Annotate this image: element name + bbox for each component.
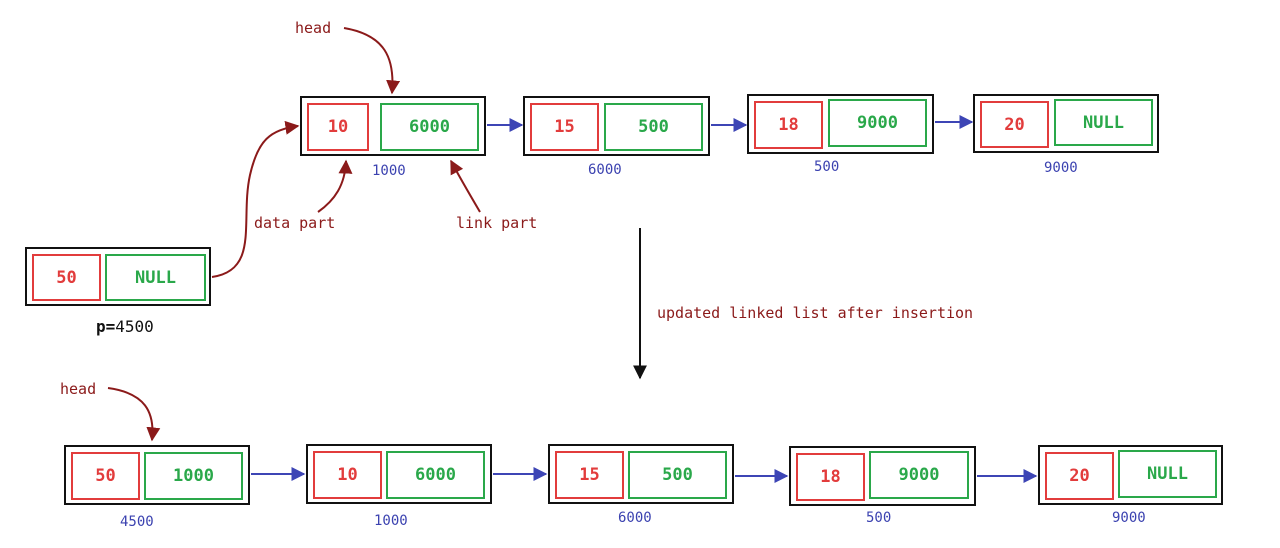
data-cell: 10 <box>313 451 382 499</box>
link-cell: 500 <box>628 451 727 499</box>
node-address: 500 <box>814 159 840 175</box>
link-cell: 1000 <box>144 452 243 500</box>
top-node-3: 18 9000 <box>747 94 934 154</box>
head-label: head <box>295 19 332 37</box>
data-part-pointer-arrow <box>317 159 353 213</box>
pointer-name: p <box>96 317 106 336</box>
node-address: 4500 <box>120 514 154 530</box>
data-cell: 20 <box>980 101 1049 148</box>
node-address: 9000 <box>1044 160 1078 176</box>
bottom-node-1: 50 1000 <box>64 445 250 505</box>
node-address: 6000 <box>618 510 652 526</box>
link-cell: 6000 <box>386 451 485 499</box>
link-cell: 9000 <box>869 451 969 499</box>
bottom-node-3: 15 500 <box>548 444 734 504</box>
new-node-link-arrow <box>211 120 300 278</box>
link-cell: 500 <box>604 103 703 151</box>
link-cell: 6000 <box>380 103 479 151</box>
transition-label: updated linked list after insertion <box>657 304 974 322</box>
link-cell: 9000 <box>828 99 927 147</box>
link-cell: NULL <box>105 254 206 301</box>
node-address: 1000 <box>374 513 408 529</box>
new-node: 50 NULL <box>25 247 211 306</box>
data-cell: 15 <box>555 451 624 499</box>
pointer-equals: = <box>105 317 116 336</box>
data-cell: 20 <box>1045 452 1114 500</box>
top-node-4: 20 NULL <box>973 94 1159 153</box>
data-cell: 50 <box>32 254 101 301</box>
node-address: 500 <box>866 510 892 526</box>
top-node-2: 15 500 <box>523 96 710 156</box>
link-part-label: link part <box>456 214 538 232</box>
node-address: 6000 <box>588 162 622 178</box>
bottom-node-5: 20 NULL <box>1038 445 1223 505</box>
head-pointer-arrow-bottom <box>107 387 161 442</box>
data-cell: 18 <box>796 453 865 501</box>
bottom-node-2: 10 6000 <box>306 444 492 504</box>
link-cell: NULL <box>1054 99 1153 146</box>
link-cell: NULL <box>1118 450 1217 498</box>
bottom-node-4: 18 9000 <box>789 446 976 506</box>
data-part-label: data part <box>254 214 336 232</box>
top-node-1: 10 6000 <box>300 96 486 156</box>
head-pointer-arrow <box>343 27 401 95</box>
data-cell: 15 <box>530 103 599 151</box>
pointer-value: 4500 <box>115 317 154 336</box>
head-label-bottom: head <box>60 380 97 398</box>
data-cell: 10 <box>307 103 369 151</box>
data-cell: 50 <box>71 452 140 500</box>
node-address: 9000 <box>1112 510 1146 526</box>
data-cell: 18 <box>754 101 823 149</box>
pointer-p-label: p=4500 <box>96 317 154 336</box>
node-address: 1000 <box>372 163 406 179</box>
link-part-pointer-arrow <box>450 159 481 213</box>
